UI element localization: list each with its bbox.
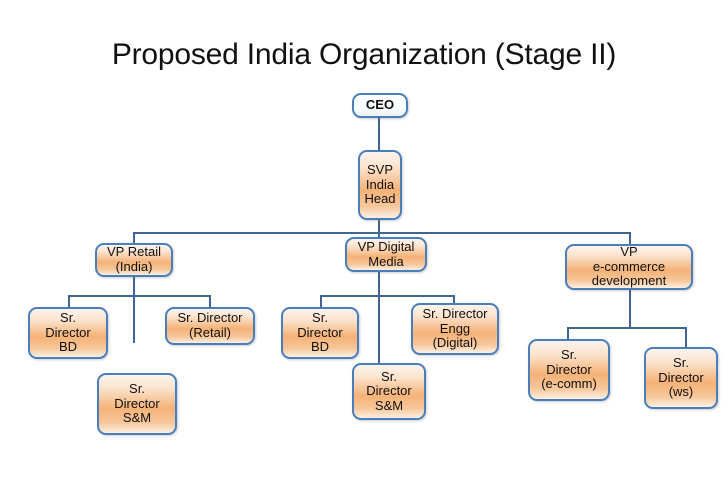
connector-vp-digital-bus: [320, 295, 455, 297]
org-node-retail-sm-label: Sr. Director S&M: [114, 381, 160, 426]
org-node-vp-retail[interactable]: VP Retail (India): [95, 243, 173, 277]
connector-ecom-to-ws: [685, 327, 687, 347]
connector-svp-drop: [378, 220, 380, 233]
org-node-retail-sm[interactable]: Sr. Director S&M: [97, 373, 177, 435]
org-node-digital-sm-label: Sr. Director S&M: [366, 368, 412, 413]
org-node-ceo-label: CEO: [365, 97, 395, 113]
org-node-vp-digital-label: VP Digital Media: [357, 238, 415, 269]
org-node-ceo[interactable]: CEO: [352, 93, 408, 118]
connector-ceo-to-svp: [378, 118, 380, 150]
org-node-vp-retail-label: VP Retail (India): [107, 244, 161, 274]
org-node-digital-bd-label: Sr. Director BD: [297, 310, 343, 355]
connector-ecom-to-ecomm: [567, 327, 569, 339]
org-node-svp-india-head-label: SVP India Head: [364, 162, 396, 207]
org-node-digital-bd[interactable]: Sr. Director BD: [281, 307, 359, 359]
org-node-vp-ecommerce-label: VP e-commerce development: [591, 244, 667, 289]
connector-vp-ecommerce-spine: [629, 290, 631, 328]
org-node-vp-ecommerce[interactable]: VP e-commerce development: [565, 244, 693, 290]
connector-vp-ecommerce-bus: [567, 327, 686, 329]
org-node-ecom-ws[interactable]: Sr. Director (ws): [644, 347, 718, 409]
connector-vp-retail-spine: [133, 277, 135, 343]
org-node-retail-retail[interactable]: Sr. Director (Retail): [165, 307, 255, 345]
connector-bus-to-vp-retail: [133, 232, 135, 244]
connector-bus-to-vp-digital: [378, 232, 380, 237]
connector-bus-to-vp-ecommerce: [629, 232, 631, 244]
page-title: Proposed India Organization (Stage II): [111, 38, 617, 71]
connector-digital-to-engg: [453, 295, 455, 304]
connector-digital-to-bd: [320, 295, 322, 307]
org-node-vp-digital[interactable]: VP Digital Media: [345, 237, 427, 272]
connector-vp-digital-spine: [378, 272, 380, 363]
org-node-ecom-ecomm-label: Sr. Director (e-comm): [541, 347, 597, 392]
org-node-svp-india-head[interactable]: SVP India Head: [358, 150, 402, 220]
org-node-ecom-ecomm[interactable]: Sr. Director (e-comm): [528, 339, 610, 401]
connector-retail-to-retail-dir: [209, 295, 211, 307]
org-node-retail-bd-label: Sr. Director BD: [45, 310, 91, 355]
org-node-digital-engg[interactable]: Sr. Director Engg (Digital): [411, 303, 499, 355]
org-node-ecom-ws-label: Sr. Director (ws): [658, 355, 704, 400]
connector-level2-bus: [133, 232, 630, 234]
connector-retail-to-bd: [68, 295, 70, 307]
connector-vp-retail-bus: [68, 295, 211, 297]
org-node-digital-sm[interactable]: Sr. Director S&M: [352, 363, 426, 420]
org-node-digital-engg-label: Sr. Director Engg (Digital): [422, 306, 488, 351]
org-node-retail-retail-label: Sr. Director (Retail): [177, 310, 243, 340]
org-node-retail-bd[interactable]: Sr. Director BD: [28, 307, 108, 359]
